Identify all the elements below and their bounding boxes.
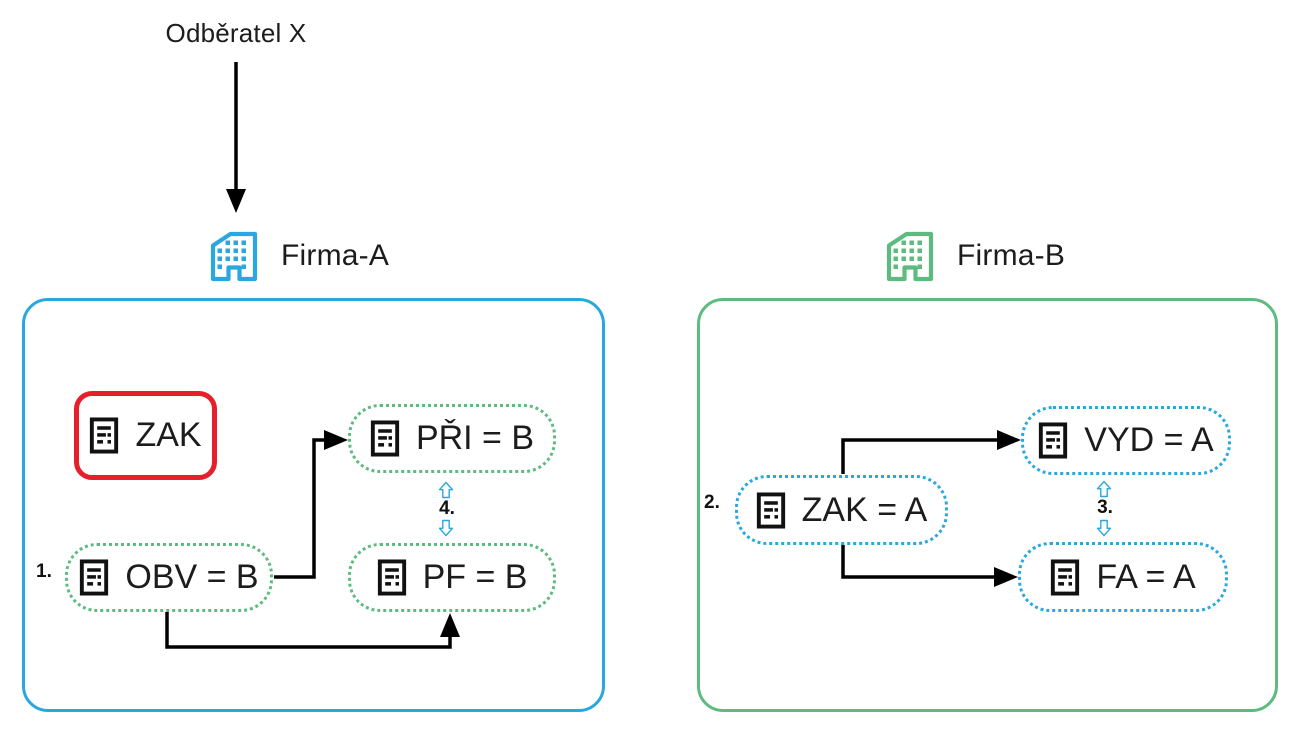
- document-icon: [1050, 559, 1080, 596]
- document-icon: [370, 420, 400, 457]
- node-pri-label: PŘI = B: [415, 419, 535, 457]
- node-zak: ZAK: [74, 391, 217, 480]
- building-icon: [207, 229, 261, 283]
- node-zak-label: ZAK: [135, 416, 202, 454]
- node-zak-a-label: ZAK = A: [801, 490, 928, 529]
- document-icon: [79, 559, 109, 596]
- up-outline-arrow-icon: [1096, 480, 1112, 498]
- customer-label: Odběratel X: [165, 18, 307, 48]
- node-obv: OBV = B: [65, 543, 273, 612]
- node-vyd: VYD = A: [1021, 406, 1231, 475]
- firma-b-header: Firma-B: [883, 229, 1065, 283]
- document-icon: [89, 417, 119, 454]
- down-outline-arrow-icon: [1096, 519, 1112, 537]
- node-pf: PF = B: [348, 543, 556, 612]
- step-4-label: 4.: [439, 498, 455, 519]
- node-zak-a: ZAK = A: [735, 475, 948, 545]
- firma-b-container: [697, 298, 1278, 712]
- node-vyd-label: VYD = A: [1084, 421, 1214, 459]
- document-icon: [377, 559, 407, 596]
- document-icon: [756, 492, 786, 529]
- node-obv-label: OBV = B: [125, 558, 259, 596]
- company-title-b: Firma-B: [957, 239, 1066, 272]
- node-pf-label: PF = B: [422, 558, 528, 596]
- node-fa: FA = A: [1018, 542, 1228, 612]
- step-2-label: 2.: [704, 492, 720, 513]
- up-outline-arrow-icon: [438, 481, 454, 499]
- step-1-label: 1.: [36, 561, 52, 582]
- down-outline-arrow-icon: [438, 519, 454, 537]
- building-icon: [883, 229, 937, 283]
- step-3-label: 3.: [1097, 497, 1113, 518]
- document-icon: [1038, 422, 1068, 459]
- company-title-a: Firma-A: [281, 239, 390, 272]
- firma-a-header: Firma-A: [207, 229, 389, 283]
- node-fa-label: FA = A: [1096, 557, 1196, 596]
- firma-a-container: [22, 298, 605, 712]
- node-pri: PŘI = B: [348, 404, 556, 473]
